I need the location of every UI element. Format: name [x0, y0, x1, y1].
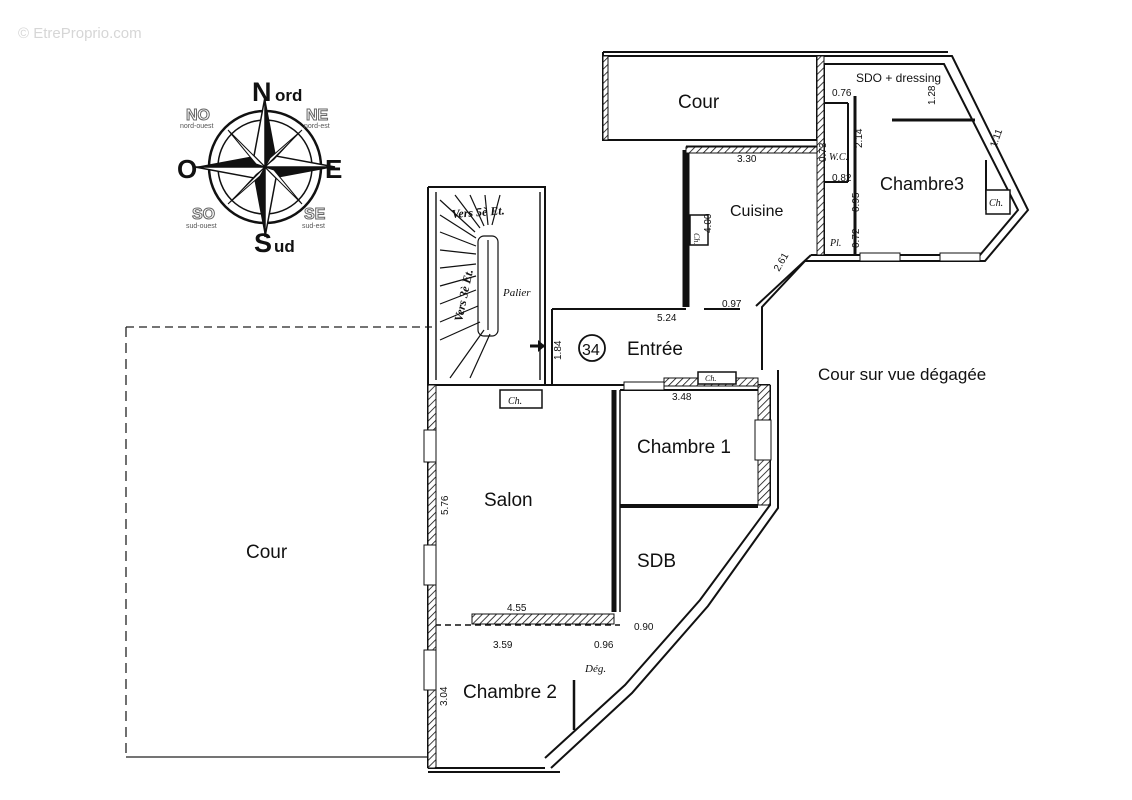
compass-ne-sub: nord-est: [304, 123, 330, 130]
watermark: © EtreProprio.com: [18, 25, 142, 42]
dim-1-84: 1.84: [553, 340, 564, 360]
dim-0-76: 0.76: [832, 88, 852, 99]
room-cour-vue-degagee: Cour sur vue dégagée: [818, 365, 986, 384]
dim-2-61: 2.61: [772, 251, 791, 274]
room-salon: Salon: [484, 490, 533, 511]
walls: [427, 51, 1030, 773]
annotation-vers-3: Vers 3è Et.: [451, 268, 476, 323]
dim-0-72: 0.72: [851, 228, 862, 248]
dim-4-00: 4.00: [703, 213, 714, 233]
dim-1-28: 1.28: [927, 85, 938, 105]
room-chambre-2: Chambre 2: [463, 682, 557, 703]
windows: [423, 252, 981, 691]
dim-0-90: 0.90: [634, 622, 654, 633]
compass-so: SO: [192, 206, 215, 223]
room-cuisine: Cuisine: [730, 203, 783, 220]
dim-0-82: 0.82: [832, 173, 852, 184]
fireplaces: [499, 189, 1011, 409]
annotation-ch-entree: Ch.: [705, 374, 716, 383]
room-chambre3: Chambre3: [880, 174, 964, 194]
compass-se: SE: [304, 206, 326, 223]
compass-ne: NE: [306, 107, 329, 124]
annotation-palier: Palier: [502, 287, 531, 299]
wall-hatching: [427, 55, 825, 769]
annotation-pl: Pl.: [829, 238, 841, 249]
unit-number: 34: [582, 342, 600, 359]
dim-2-14: 2.14: [854, 128, 865, 148]
dim-0-73: 0.73: [818, 142, 829, 162]
dim-0-96: 0.96: [594, 640, 614, 651]
dim-5-24: 5.24: [657, 313, 677, 324]
dim-1-11: 1.11: [988, 127, 1005, 149]
compass-north-rest: ord: [275, 86, 302, 105]
annotation-ch-salon: Ch.: [508, 396, 522, 407]
room-sdb: SDB: [637, 551, 676, 572]
dim-3-30: 3.30: [737, 154, 757, 165]
compass-se-sub: sud-est: [302, 223, 325, 230]
dim-5-76: 5.76: [440, 495, 451, 515]
room-cour-left: Cour: [246, 542, 288, 563]
annotation-degagement: Dég.: [584, 663, 606, 675]
annotation-ch-chambre3: Ch.: [989, 198, 1003, 209]
dim-0-95: 0.95: [851, 192, 862, 212]
room-cour-top: Cour: [678, 92, 720, 113]
room-chambre-1: Chambre 1: [637, 437, 731, 458]
dim-3-59: 3.59: [493, 640, 513, 651]
dim-4-55: 4.55: [507, 603, 527, 614]
dim-0-97: 0.97: [722, 299, 742, 310]
compass-north-letter: N: [252, 77, 272, 107]
compass-no-sub: nord-ouest: [180, 123, 214, 130]
annotation-ch-kitchen: Ch.: [692, 233, 701, 244]
compass-south-rest: ud: [274, 237, 295, 256]
staircase: [439, 194, 501, 379]
compass-south-letter: S: [254, 228, 272, 258]
entrance-arrow-icon: [530, 340, 545, 352]
compass-east: E: [325, 154, 342, 184]
dim-3-48: 3.48: [672, 392, 692, 403]
unit-number-badge: 34: [578, 334, 606, 362]
room-sdo-dressing: SDO + dressing: [856, 71, 941, 85]
compass-rose-icon: N ord S ud E O NE nord-est NO nord-ouest…: [177, 77, 342, 258]
annotation-wc: W.C.: [829, 152, 848, 163]
courtyard-left-outline: [125, 326, 432, 758]
dim-3-04: 3.04: [439, 686, 450, 706]
compass-no: NO: [186, 107, 210, 124]
compass-so-sub: sud-ouest: [186, 223, 217, 230]
compass-west: O: [177, 154, 197, 184]
annotation-vers-5: Vers 5è Et.: [451, 203, 505, 221]
room-entree: Entrée: [627, 339, 683, 360]
